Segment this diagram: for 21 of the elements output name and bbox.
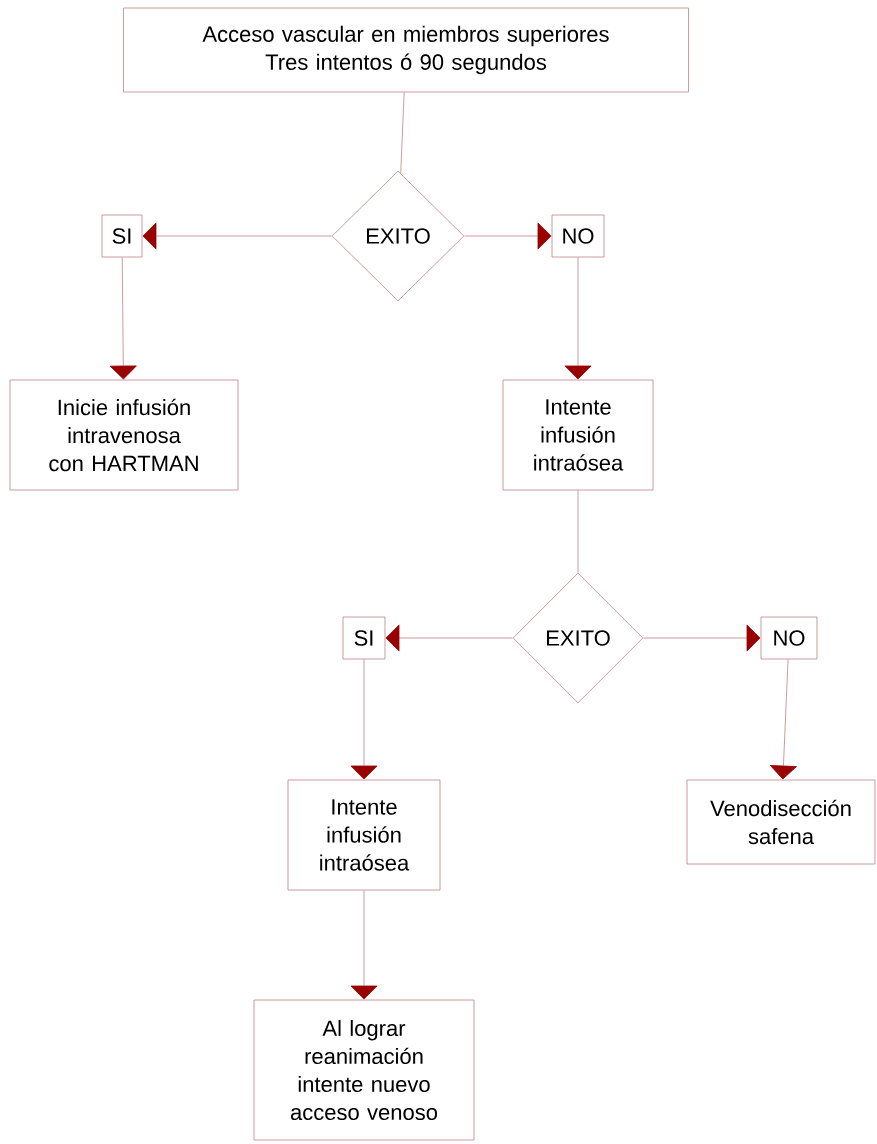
arrow — [109, 257, 137, 380]
answer-box: SI — [342, 616, 386, 660]
answer-box: NO — [551, 214, 605, 258]
connector-line — [400, 92, 405, 174]
connector-line — [577, 490, 579, 573]
process-box: Inicie infusión intravenosa con HARTMAN — [9, 379, 239, 491]
arrow — [350, 659, 378, 780]
arrow — [643, 624, 761, 652]
process-box: Acceso vascular en miembros superiores Tres intentos ó 90 segundos — [123, 7, 689, 93]
process-box: Intente infusión intraósea — [287, 779, 441, 891]
arrow — [385, 624, 513, 652]
process-box: Venodisección safena — [686, 779, 876, 865]
process-box: Intente infusión intraósea — [502, 379, 654, 491]
arrow — [564, 257, 592, 380]
arrow — [142, 222, 332, 250]
arrow — [464, 222, 552, 250]
answer-box: NO — [760, 616, 818, 660]
process-box: Al lograr reanimación intente nuevo acceso venoso — [253, 999, 475, 1141]
arrow — [769, 659, 797, 780]
arrow — [350, 890, 378, 1000]
answer-box: SI — [101, 214, 143, 258]
